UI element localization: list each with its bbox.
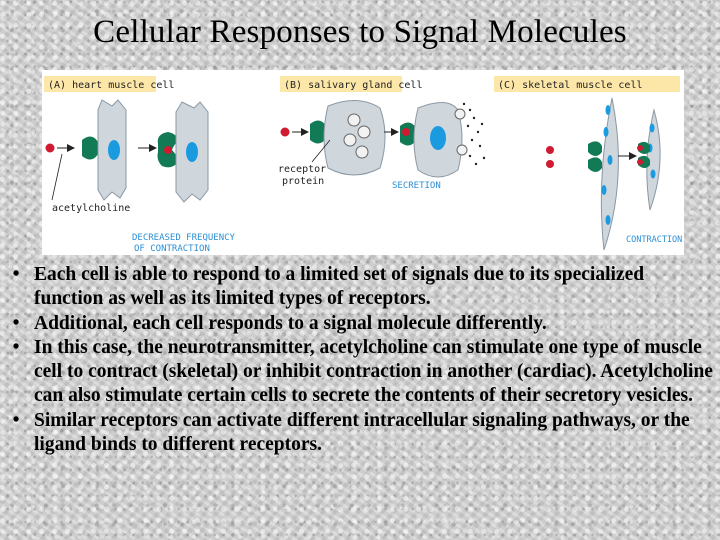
- panel-c-label-bg: [494, 76, 680, 92]
- ligand-c1: [546, 146, 554, 154]
- contraction-label: CONTRACTION: [626, 235, 682, 245]
- ligand-c3: [637, 145, 643, 151]
- bullet-marker: •: [12, 264, 20, 285]
- secretion-dots: [462, 102, 486, 166]
- ligand-b: [280, 127, 290, 137]
- panel-b-label: (B) salivary gland cell: [284, 80, 422, 91]
- ligand-a: [45, 143, 55, 153]
- panel-a-label: (A) heart muscle cell: [48, 80, 174, 91]
- ligand-a2: [164, 146, 172, 154]
- panel-c-label: (C) skeletal muscle cell: [498, 80, 643, 91]
- receptor-a: [82, 136, 98, 160]
- panel-a-label-bg: [44, 76, 156, 92]
- bullet-list: • Each cell is able to respond to a limit…: [6, 263, 716, 457]
- nucleus-a: [108, 140, 120, 160]
- bullet-text: Additional, each cell responds to a sign…: [34, 312, 547, 334]
- bullet-item: • Each cell is able to respond to a limit…: [6, 263, 716, 311]
- nucleus-c5: [605, 215, 611, 225]
- nucleus-c4: [601, 185, 607, 195]
- vesicle-b6: [456, 144, 468, 156]
- acetylcholine-label: acetylcholine: [52, 203, 130, 214]
- slide-title: Cellular Responses to Signal Molecules: [93, 14, 627, 50]
- decreased-line2: OF CONTRACTION: [134, 244, 210, 254]
- vesicle-b3: [343, 133, 357, 147]
- acetylcholine-pointer: [51, 153, 63, 201]
- signal-response-figure: (A) heart muscle cell acetylcholine DECR…: [42, 70, 684, 255]
- bullet-text: Each cell is able to respond to a limite…: [34, 264, 645, 309]
- vesicle-b2: [357, 125, 371, 139]
- bullet-marker: •: [12, 337, 20, 358]
- bullet-marker: •: [12, 312, 20, 334]
- bullet-item: • Additional, each cell responds to a sig…: [6, 312, 716, 336]
- receptor-c1: [588, 141, 602, 156]
- vesicle-b5: [454, 108, 466, 120]
- figure-svg: (A) heart muscle cell acetylcholine DECR…: [44, 76, 682, 254]
- nucleus-c3: [607, 155, 613, 165]
- nucleus-b2: [430, 126, 446, 150]
- ligand-c4: [637, 159, 643, 165]
- contracted-muscle-cell: [646, 108, 661, 211]
- nucleus-c2: [603, 127, 609, 137]
- receptor-pointer: [311, 139, 331, 163]
- bullet-item: • In this case, the neurotransmitter, ace…: [6, 336, 716, 408]
- receptor-b: [310, 120, 326, 144]
- vesicle-b4: [355, 145, 369, 159]
- bullet-marker: •: [12, 409, 20, 431]
- bullet-item: • Similar receptors can activate differen…: [6, 409, 716, 457]
- ligand-c2: [546, 160, 554, 168]
- decreased-line1: DECREASED FREQUENCY: [132, 233, 236, 243]
- bullet-text: Similar receptors can activate different…: [34, 409, 690, 455]
- nucleus-c6: [649, 123, 655, 133]
- bullet-text: In this case, the neurotransmitter, acet…: [34, 337, 713, 406]
- skeletal-muscle-cell: [600, 97, 619, 251]
- vesicle-b1: [347, 113, 361, 127]
- panel-b-label-bg: [280, 76, 402, 92]
- receptor-c4: [638, 155, 650, 168]
- nucleus-c1: [605, 105, 611, 115]
- nucleus-c8: [650, 169, 656, 179]
- receptor-c2: [588, 157, 602, 172]
- nucleus-a2: [186, 142, 198, 162]
- secretion-label: SECRETION: [392, 181, 441, 191]
- receptor-label-1: receptor: [278, 164, 326, 175]
- ligand-b2: [402, 128, 410, 136]
- receptor-label-2: protein: [282, 176, 324, 187]
- receptor-c3: [638, 141, 650, 154]
